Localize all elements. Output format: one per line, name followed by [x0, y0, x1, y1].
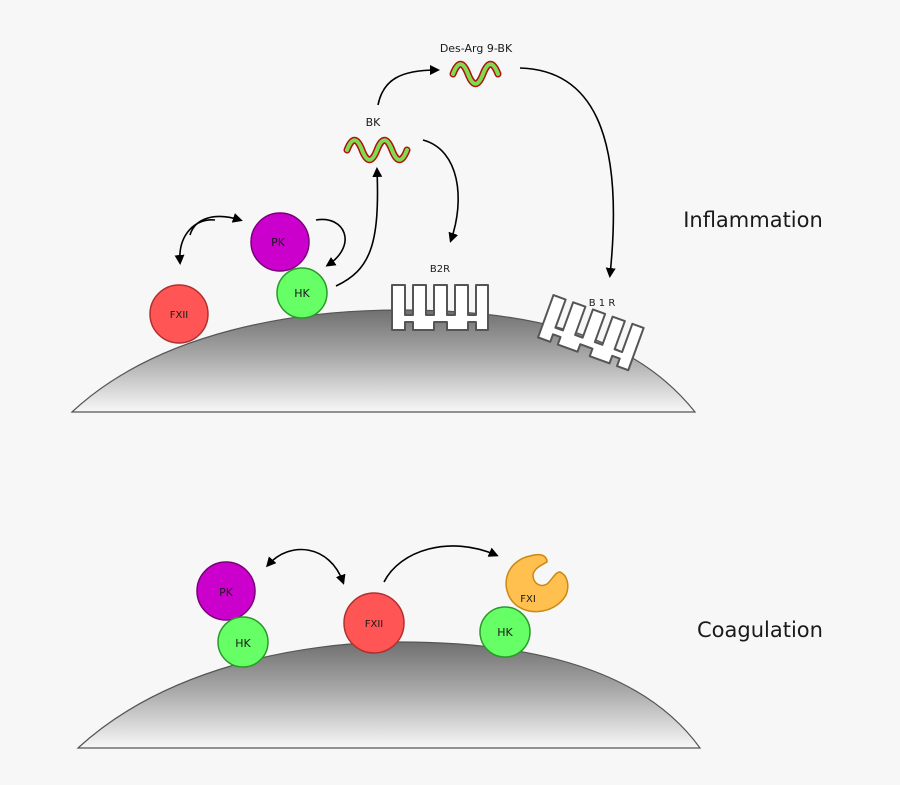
hk-circle-top: [276, 267, 328, 319]
hk-label-top: HK: [294, 287, 310, 300]
arrow-pk-fxii-left: [174, 219, 216, 265]
pk-label-bottom: PK: [219, 586, 234, 599]
bk-label: BK: [366, 116, 382, 129]
b1r-label: B 1 R: [589, 298, 616, 309]
fxii-label-bottom: FXII: [365, 619, 384, 630]
arrow-pk-hk-loop: [315, 218, 346, 267]
hk-label-bottom-left: HK: [235, 637, 251, 650]
hk-circle-bottom-right: [479, 606, 531, 658]
arrow-hk-to-bk: [335, 167, 383, 287]
des-arg9-bk-label: Des-Arg 9-BK: [440, 42, 513, 55]
fxi-shape: [505, 553, 569, 613]
arrow-desarg-to-b1r: [519, 67, 616, 278]
coagulation-title: Coagulation: [697, 618, 823, 642]
arrow-bk-to-b2r: [422, 139, 459, 243]
arrow-pk-fxii-bottom: [266, 548, 346, 585]
pk-circle-bottom: [196, 561, 256, 621]
arrow-bk-to-desarg: [377, 65, 440, 106]
b2r-label: B2R: [430, 264, 450, 275]
fxii-circle-top: [149, 284, 209, 344]
pk-circle-top: [250, 212, 310, 272]
arrow-pk-fxii-right: [189, 213, 243, 236]
b2r-receptor: [391, 284, 489, 331]
fxi-label: FXI: [520, 594, 536, 605]
fxii-label-top: FXII: [170, 310, 189, 321]
fxii-circle-bottom: [343, 592, 405, 654]
pk-label-top: PK: [271, 236, 286, 249]
hk-circle-bottom-left: [217, 616, 269, 668]
b1r-receptor: [537, 294, 645, 372]
arrow-fxii-fxi: [383, 545, 499, 583]
cell-surface-bottom: [76, 641, 702, 749]
hk-label-bottom-right: HK: [497, 626, 513, 639]
inflammation-title: Inflammation: [683, 208, 823, 232]
des-arg9-bk-peptide: [449, 60, 502, 88]
